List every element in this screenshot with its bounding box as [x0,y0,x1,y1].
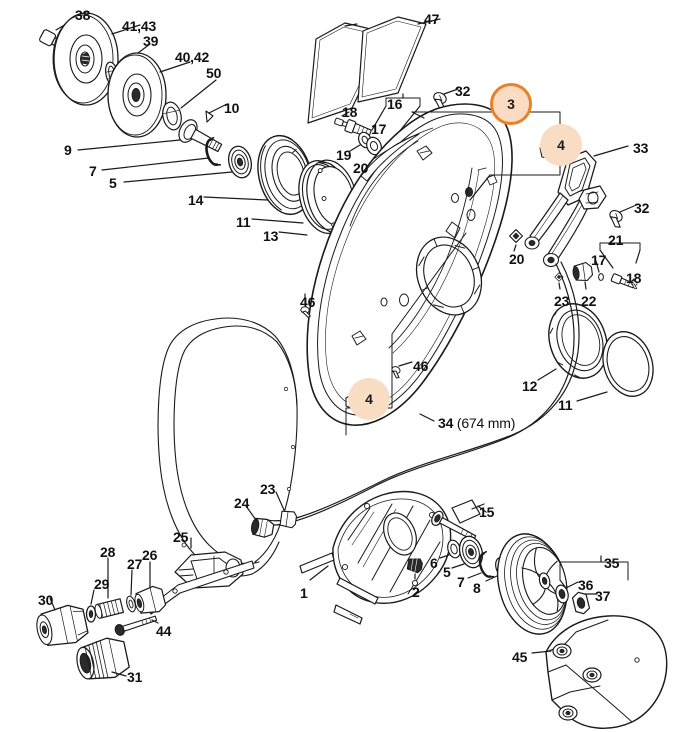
part-callout-18: 18 [626,270,642,286]
part-callout-12: 12 [522,378,538,394]
part-callout-20: 20 [353,160,369,176]
part-callout-36: 36 [578,577,594,593]
part-callout-29: 29 [94,576,110,592]
part-callout-38: 38 [75,7,91,23]
part-callout-39: 39 [143,33,159,49]
part-callout-11: 11 [558,397,573,413]
part-callout-22: 22 [581,293,597,309]
part-callout-9: 9 [64,142,72,158]
part-callout-16: 16 [387,96,403,112]
part-callout-26: 26 [142,547,158,563]
part-callout-46: 46 [300,294,316,310]
part-callout-17: 17 [371,121,387,137]
part-callout-23: 23 [260,481,276,497]
part-callout-47: 47 [424,11,440,27]
part-callout-5: 5 [443,564,451,580]
part-callout-45: 45 [512,649,528,665]
part-callout-1: 1 [300,585,308,601]
part-callout-30: 30 [38,592,54,608]
part-callout-8: 8 [473,580,481,596]
part-callout-41-43: 41,43 [122,18,157,34]
part-callout-27: 27 [127,556,143,572]
highlight-callout-3[interactable]: 3 [490,83,532,125]
part-callout-18: 18 [342,104,358,120]
part-callout-14: 14 [188,192,204,208]
part-callout-7: 7 [89,163,97,179]
part-callout-5: 5 [109,175,117,191]
part-callout-21: 21 [608,232,624,248]
part-callout-32: 32 [455,83,471,99]
part-dimension: (674 mm) [453,415,516,431]
part-callout-13: 13 [263,228,279,244]
part-callout-17: 17 [591,252,607,268]
part-callout-50: 50 [206,65,222,81]
part-callout-19: 19 [336,147,352,163]
part-callout-46: 46 [413,358,429,374]
part-callout-23: 23 [554,293,570,309]
part-callout-28: 28 [100,544,116,560]
part-callout-35: 35 [604,555,620,571]
part-callout-33: 33 [633,140,649,156]
part-callout-6: 6 [430,555,438,571]
part-number: 34 [438,415,454,431]
part-callout-24: 24 [234,495,250,511]
part-callout-32: 32 [634,200,650,216]
part-callout-37: 37 [595,588,611,604]
part-callout-34: 34 (674 mm) [438,416,515,430]
highlight-callout-4[interactable]: 4 [348,378,390,420]
part-callout-40-42: 40,42 [175,49,210,65]
part-callout-10: 10 [224,100,240,116]
part-callout-11: 11 [236,214,251,230]
highlight-callout-4[interactable]: 4 [540,124,582,166]
part-callout-15: 15 [479,504,495,520]
part-callout-31: 31 [127,669,143,685]
part-callout-2: 2 [412,584,420,600]
part-callout-7: 7 [457,574,465,590]
part-callout-20: 20 [509,251,525,267]
part-callout-44: 44 [156,623,172,639]
part-callout-25: 25 [173,529,189,545]
